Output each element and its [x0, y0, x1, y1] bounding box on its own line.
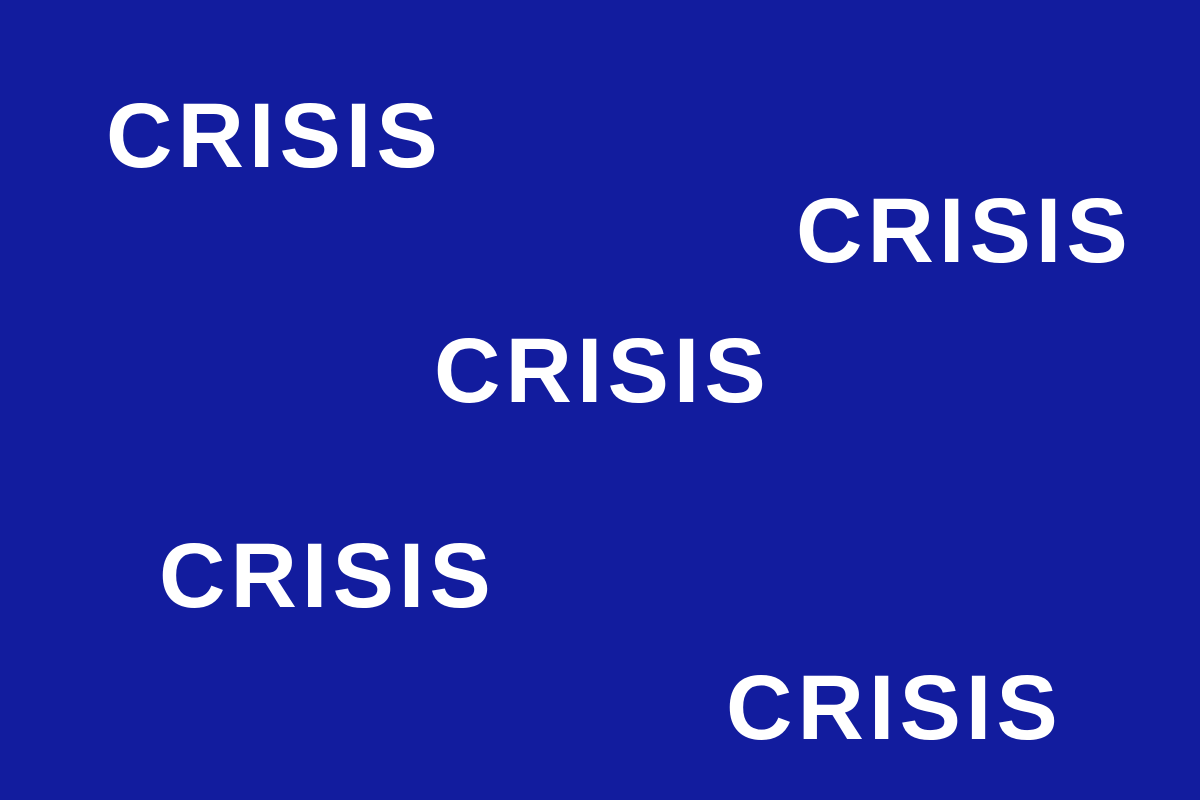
crisis-word-4: CRISIS — [159, 525, 496, 627]
crisis-word-2: CRISIS — [796, 180, 1133, 282]
crisis-word-5: CRISIS — [726, 657, 1063, 759]
crisis-word-1: CRISIS — [106, 85, 443, 187]
crisis-word-3: CRISIS — [434, 320, 771, 422]
